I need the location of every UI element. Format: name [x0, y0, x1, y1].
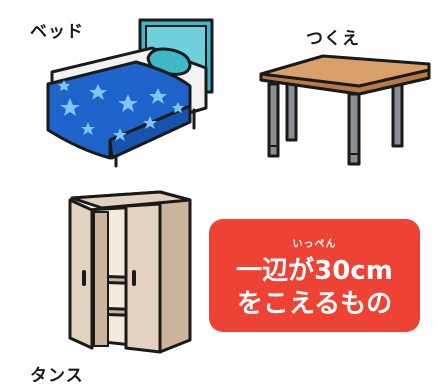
badge-line-1: 一辺が30cm: [236, 256, 393, 286]
desk-label: つくえ: [306, 29, 360, 49]
bed-label: ベッド: [30, 22, 84, 42]
size-badge: いっぺん 一辺が30cm をこえるもの: [209, 219, 420, 332]
badge-line-2: をこえるもの: [236, 289, 393, 319]
badge-ruby: いっぺん: [292, 239, 337, 250]
bed-icon: [46, 18, 214, 168]
wardrobe-label: タンス: [30, 366, 84, 386]
desk-icon: [259, 54, 431, 166]
wardrobe-icon: [68, 190, 192, 354]
